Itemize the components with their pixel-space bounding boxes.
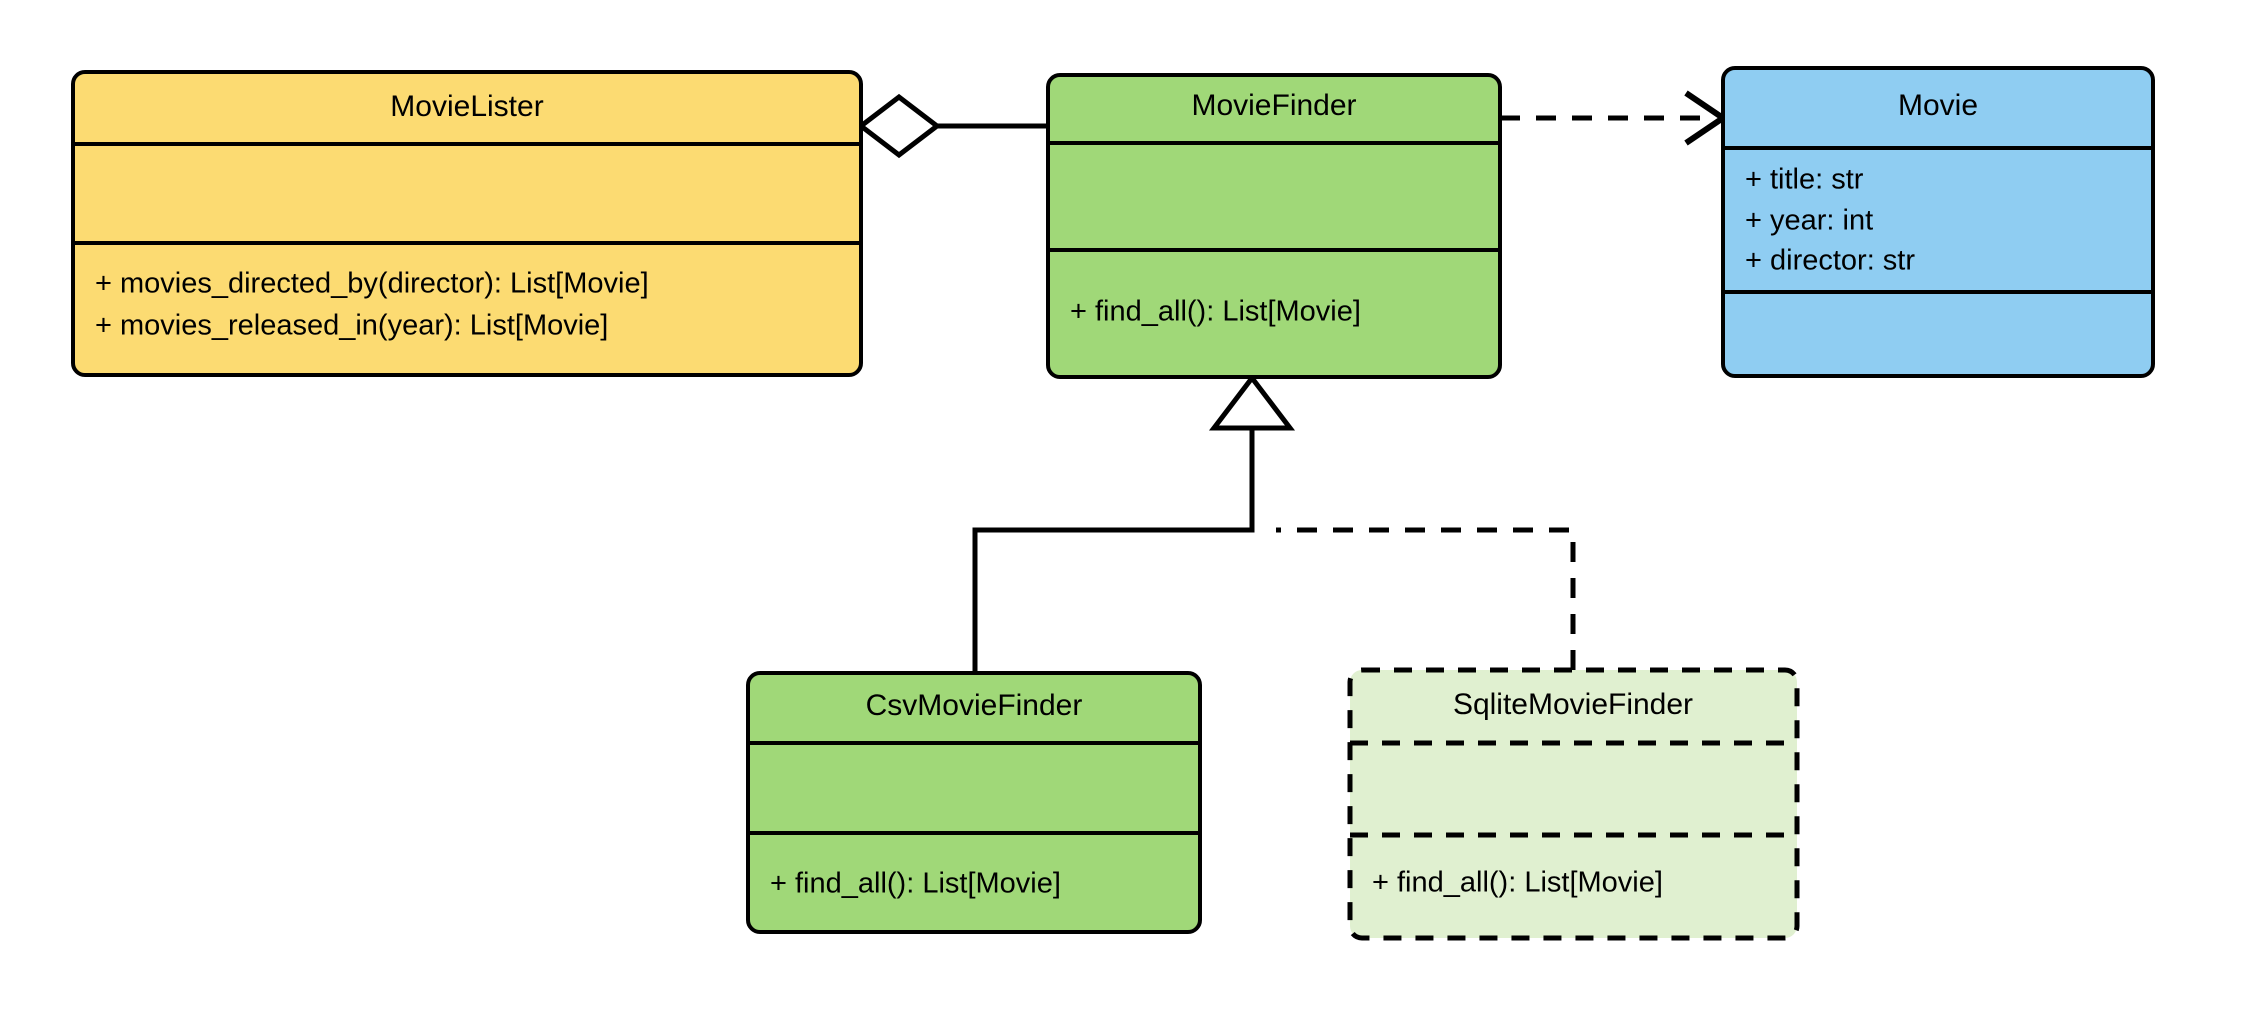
movie-title: Movie xyxy=(1898,89,1978,122)
class-box-movie-finder[interactable]: MovieFinder + find_all(): List[Movie] xyxy=(1046,73,1502,379)
inheritance-triangle-group xyxy=(1208,373,1296,431)
csv-movie-finder-method-0: + find_all(): List[Movie] xyxy=(770,868,1061,900)
class-box-sqlite-movie-finder[interactable]: SqliteMovieFinder + find_all(): List[Mov… xyxy=(1347,667,1800,941)
movie-attribute-1: + year: int xyxy=(1745,205,1873,237)
hollow-triangle-marker xyxy=(1208,373,1296,431)
movie-lister-frame xyxy=(71,70,863,377)
class-box-csv-movie-finder[interactable]: CsvMovieFinder + find_all(): List[Movie] xyxy=(746,671,1202,934)
sqlite-movie-finder-title: SqliteMovieFinder xyxy=(1453,688,1693,721)
csv-movie-finder-frame xyxy=(746,671,1202,934)
movie-lister-method-0: + movies_directed_by(director): List[Mov… xyxy=(95,268,649,300)
movie-lister-title: MovieLister xyxy=(390,90,543,123)
movie-finder-frame xyxy=(1046,73,1502,379)
csv-movie-finder-title: CsvMovieFinder xyxy=(866,689,1083,722)
movie-finder-title: MovieFinder xyxy=(1191,89,1356,122)
class-box-movie-lister[interactable]: MovieLister + movies_directed_by(directo… xyxy=(71,70,863,377)
relationship-dependency-finder-movie[interactable] xyxy=(1500,90,1729,146)
sqlite-movie-finder-frame xyxy=(1347,667,1800,941)
class-box-movie[interactable]: Movie + title: str + year: int + directo… xyxy=(1721,66,2155,378)
movie-finder-method-0: + find_all(): List[Movie] xyxy=(1070,296,1361,328)
movie-frame xyxy=(1721,66,2155,378)
relationship-aggregation-lister-finder[interactable] xyxy=(856,93,1048,159)
movie-attribute-2: + director: str xyxy=(1745,245,1915,277)
sqlite-movie-finder-method-0: + find_all(): List[Movie] xyxy=(1372,867,1663,899)
relationship-inheritance-sqlite-finder[interactable] xyxy=(1276,527,1576,670)
inheritance-sqlite-line xyxy=(1276,527,1576,670)
movie-lister-method-1: + movies_released_in(year): List[Movie] xyxy=(95,310,608,342)
hollow-diamond-marker xyxy=(856,93,942,159)
movie-attribute-0: + title: str xyxy=(1745,164,1864,196)
